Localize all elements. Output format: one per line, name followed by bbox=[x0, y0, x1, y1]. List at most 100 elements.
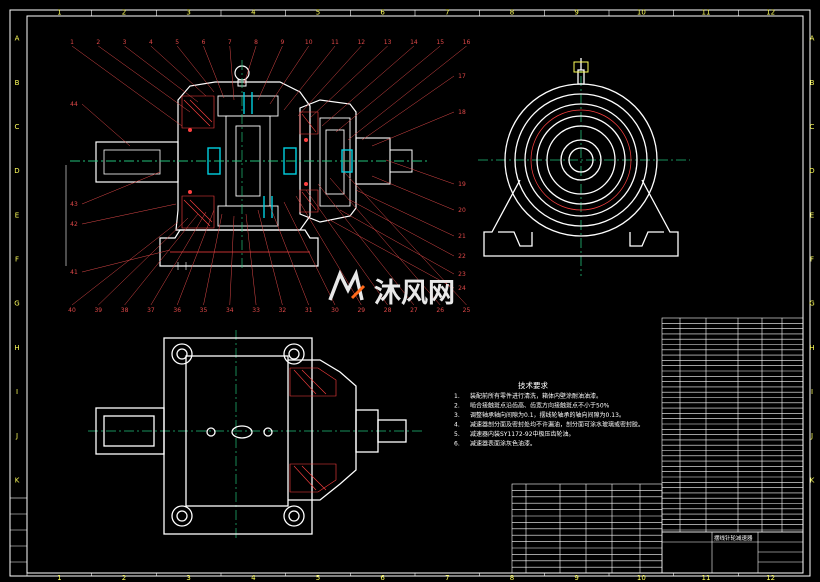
part-number-top: 6 bbox=[202, 39, 206, 46]
top-view bbox=[88, 330, 424, 540]
part-number-top: 13 bbox=[384, 39, 392, 46]
watermark-text: 沐风网 bbox=[374, 278, 455, 309]
left-border-strip bbox=[9, 497, 28, 577]
border-row-mark-left: C bbox=[15, 123, 20, 131]
part-number-bottom: 36 bbox=[173, 307, 181, 314]
part-number-bottom: 37 bbox=[147, 307, 155, 314]
part-numbers-left: 44 43 42 41 bbox=[70, 101, 78, 276]
part-number-top: 4 bbox=[149, 39, 153, 46]
tech-requirements-title: 技术要求 bbox=[518, 380, 548, 390]
border-row-mark-right: D bbox=[809, 167, 814, 175]
border-row-mark-right: A bbox=[810, 35, 815, 43]
front-section-view bbox=[65, 45, 467, 306]
part-number-bottom: 30 bbox=[331, 307, 339, 314]
border-row-mark-left: D bbox=[14, 167, 19, 175]
border-col-mark-bottom: 3 bbox=[186, 574, 190, 582]
border-col-mark-top: 7 bbox=[445, 9, 449, 17]
border-col-mark-bottom: 5 bbox=[316, 574, 320, 582]
border-col-mark-top: 10 bbox=[637, 9, 646, 17]
border-row-mark-left: B bbox=[15, 79, 20, 87]
tech-requirement-item: 减速器剖分面及密封处均不许漏油，剖分面可涂水玻璃或密封胶。 bbox=[470, 421, 644, 429]
watermark: 沐风网 bbox=[328, 268, 455, 309]
part-number-top: 8 bbox=[254, 39, 258, 46]
border-col-mark-bottom: 2 bbox=[122, 574, 126, 582]
part-number-bottom: 25 bbox=[463, 307, 471, 314]
part-number-top: 5 bbox=[175, 39, 179, 46]
part-number-bottom: 28 bbox=[384, 307, 392, 314]
part-number-left: 43 bbox=[70, 201, 78, 208]
part-number-top: 14 bbox=[410, 39, 418, 46]
watermark-logo-icon bbox=[328, 268, 366, 301]
border-col-mark-top: 8 bbox=[510, 9, 514, 17]
part-number-bottom: 35 bbox=[200, 307, 208, 314]
border-row-mark-right: B bbox=[810, 79, 815, 87]
border-row-mark-left: H bbox=[14, 344, 19, 352]
border-row-mark-left: F bbox=[15, 256, 19, 264]
part-number-top: 12 bbox=[357, 39, 365, 46]
title-block: 摆线针轮减速器 bbox=[661, 531, 804, 574]
tech-requirement-index: 1. bbox=[454, 393, 460, 400]
border-row-mark-left: A bbox=[15, 35, 20, 43]
part-number-right: 21 bbox=[458, 233, 466, 240]
border-col-mark-bottom: 9 bbox=[574, 574, 578, 582]
part-number-bottom: 34 bbox=[226, 307, 234, 314]
part-number-bottom: 32 bbox=[279, 307, 287, 314]
part-number-right: 22 bbox=[458, 253, 466, 260]
border-col-mark-top: 4 bbox=[251, 9, 256, 17]
border-row-mark-right: H bbox=[809, 344, 814, 352]
border-row-mark-left: G bbox=[14, 300, 19, 308]
part-number-top: 3 bbox=[123, 39, 127, 46]
border-col-mark-top: 6 bbox=[380, 9, 385, 17]
part-number-top: 7 bbox=[228, 39, 232, 46]
tech-requirement-index: 4. bbox=[454, 422, 460, 429]
tech-requirement-index: 6. bbox=[454, 441, 460, 448]
part-number-left: 41 bbox=[70, 269, 78, 276]
part-number-bottom: 29 bbox=[357, 307, 365, 314]
border-row-mark-right: I bbox=[811, 388, 813, 396]
tech-requirement-item: 装配前所有零件进行清洗，箱体内壁涂耐油油漆。 bbox=[470, 392, 602, 400]
border-row-mark-right: E bbox=[810, 211, 814, 219]
tech-requirement-item: 减速器表面涂灰色油漆。 bbox=[470, 440, 536, 448]
part-number-top: 11 bbox=[331, 39, 339, 46]
border-col-mark-top: 2 bbox=[122, 9, 126, 17]
tech-requirement-item: 减速器内装SY1172-92中极压齿轮油。 bbox=[470, 430, 575, 438]
part-number-right: 19 bbox=[458, 181, 466, 188]
parts-list-table bbox=[661, 317, 804, 533]
border-col-mark-top: 12 bbox=[766, 9, 775, 17]
part-number-right: 18 bbox=[458, 109, 466, 116]
tech-requirement-item: 调整轴承轴向间隙为0.1，摆线轮轴承的轴向间隙为0.13。 bbox=[470, 411, 625, 419]
border-col-mark-top: 5 bbox=[316, 9, 320, 17]
part-number-bottom: 38 bbox=[121, 307, 129, 314]
part-number-left: 42 bbox=[70, 221, 78, 228]
border-col-mark-bottom: 12 bbox=[766, 574, 775, 582]
drawing-name: 摆线针轮减速器 bbox=[714, 534, 753, 542]
border-col-mark-top: 3 bbox=[186, 9, 190, 17]
border-col-mark-bottom: 8 bbox=[510, 574, 514, 582]
tech-requirement-index: 3. bbox=[454, 412, 460, 419]
border-col-mark-bottom: 7 bbox=[445, 574, 449, 582]
specs-table bbox=[511, 483, 663, 574]
border-col-mark-bottom: 4 bbox=[251, 574, 256, 582]
border-row-mark-left: I bbox=[16, 388, 18, 396]
border-row-mark-left: E bbox=[15, 211, 19, 219]
part-number-right: 20 bbox=[458, 207, 466, 214]
part-number-bottom: 31 bbox=[305, 307, 313, 314]
tech-requirement-index: 2. bbox=[454, 403, 460, 410]
border-col-mark-bottom: 6 bbox=[380, 574, 385, 582]
part-number-top: 16 bbox=[463, 39, 471, 46]
border-row-mark-left: J bbox=[15, 432, 18, 440]
part-number-bottom: 26 bbox=[436, 307, 444, 314]
technical-requirements: 技术要求 1.装配前所有零件进行清洗，箱体内壁涂耐油油漆。2.啮合接触斑点沿齿高… bbox=[454, 380, 644, 448]
border-col-mark-top: 1 bbox=[57, 9, 61, 17]
part-number-left: 44 bbox=[70, 101, 78, 108]
part-number-bottom: 27 bbox=[410, 307, 418, 314]
part-number-bottom: 33 bbox=[252, 307, 260, 314]
border-col-mark-bottom: 1 bbox=[57, 574, 61, 582]
border-col-mark-bottom: 10 bbox=[637, 574, 646, 582]
part-number-bottom: 39 bbox=[94, 307, 102, 314]
